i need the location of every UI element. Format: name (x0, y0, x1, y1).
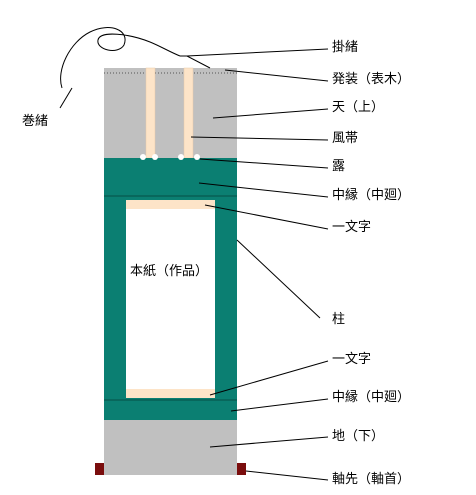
tsuyu-dot (178, 154, 184, 160)
label-fuutai: 風帯 (332, 131, 359, 146)
label-chi: 地（下） (332, 429, 385, 444)
ichimonji-top-strip (126, 200, 215, 209)
label-hassou: 発装（表木） (332, 72, 411, 87)
tsuyu-dot (194, 154, 200, 160)
tsuyu-dot (140, 154, 146, 160)
tsuyu-dot (152, 154, 158, 160)
label-ichimonji-bottom: 一文字 (332, 352, 372, 367)
label-tsuyu: 露 (332, 159, 346, 174)
label-honshi: 本紙（作品） (130, 264, 209, 279)
jikusaki-right (237, 463, 246, 475)
chi-panel (104, 420, 237, 475)
fuutai-right (183, 67, 194, 159)
fuutai-left (145, 67, 156, 159)
ichimonji-bottom-strip (126, 389, 215, 398)
jikusaki-left (95, 463, 104, 475)
label-ichimonji-top: 一文字 (332, 220, 372, 235)
label-makio: 巻緒 (22, 114, 49, 129)
label-nakaberi-bottom: 中縁（中廻） (332, 390, 411, 405)
ten-panel (104, 68, 237, 158)
label-ten: 天（上） (332, 100, 385, 115)
label-jikusaki: 軸先（軸首） (332, 472, 411, 487)
kakeo-cord (180, 55, 211, 69)
label-nakaberi-top: 中縁（中廻） (332, 188, 411, 203)
label-hashira: 柱 (332, 312, 346, 327)
honshi-area (126, 200, 215, 398)
makio-cord (60, 27, 181, 89)
label-kakeo: 掛緒 (332, 40, 359, 55)
